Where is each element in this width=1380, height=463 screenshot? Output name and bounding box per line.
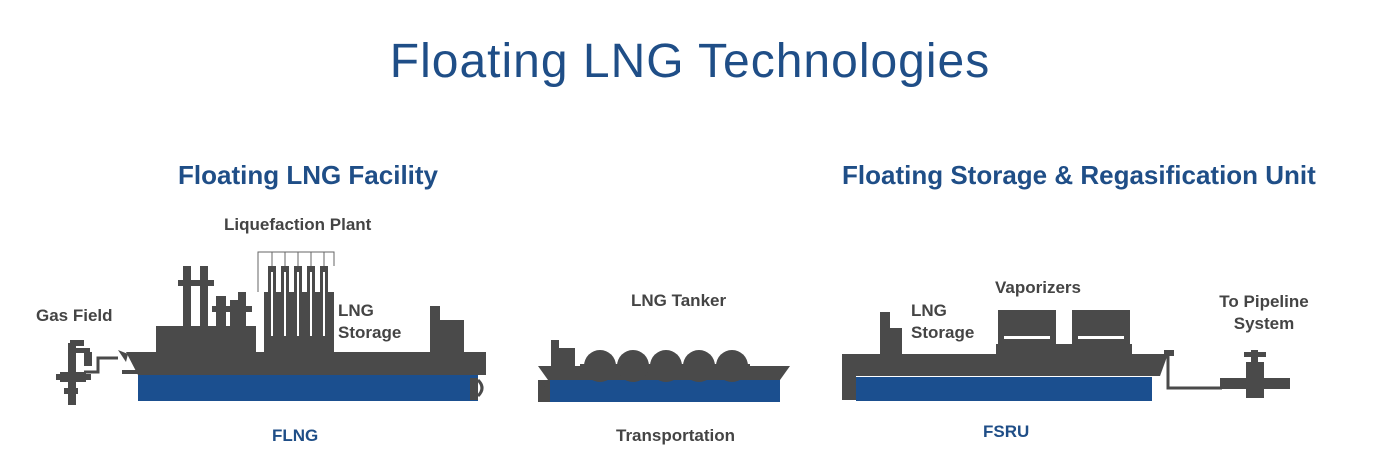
fsru-caption: FSRU [983,422,1030,441]
lng-tanker-vessel [538,340,790,402]
page-title: Floating LNG Technologies [389,35,991,88]
liquefaction-plant-label: Liquefaction Plant [224,215,372,234]
gas-field-wellhead [56,340,92,405]
fsru-storage-label-1: LNG [911,301,947,320]
flng-heading: Floating LNG Facility [178,160,439,190]
gas-field-label: Gas Field [36,306,113,325]
flng-storage-label-2: Storage [338,323,402,342]
transportation-caption: Transportation [616,426,736,445]
flng-storage-label-1: LNG [338,301,374,320]
flng-caption: FLNG [272,426,319,445]
fsru-vessel [842,310,1290,401]
lng-tanker-label: LNG Tanker [631,291,727,310]
pipeline-valve [1220,350,1290,398]
fsru-storage-label-2: Storage [911,323,975,342]
pipeline-label-1: To Pipeline [1219,292,1309,311]
flng-vessel [56,251,486,405]
vaporizers-label: Vaporizers [995,278,1081,297]
pipeline-label-2: System [1233,314,1295,333]
fsru-heading: Floating Storage & Regasification Unit [842,160,1316,190]
